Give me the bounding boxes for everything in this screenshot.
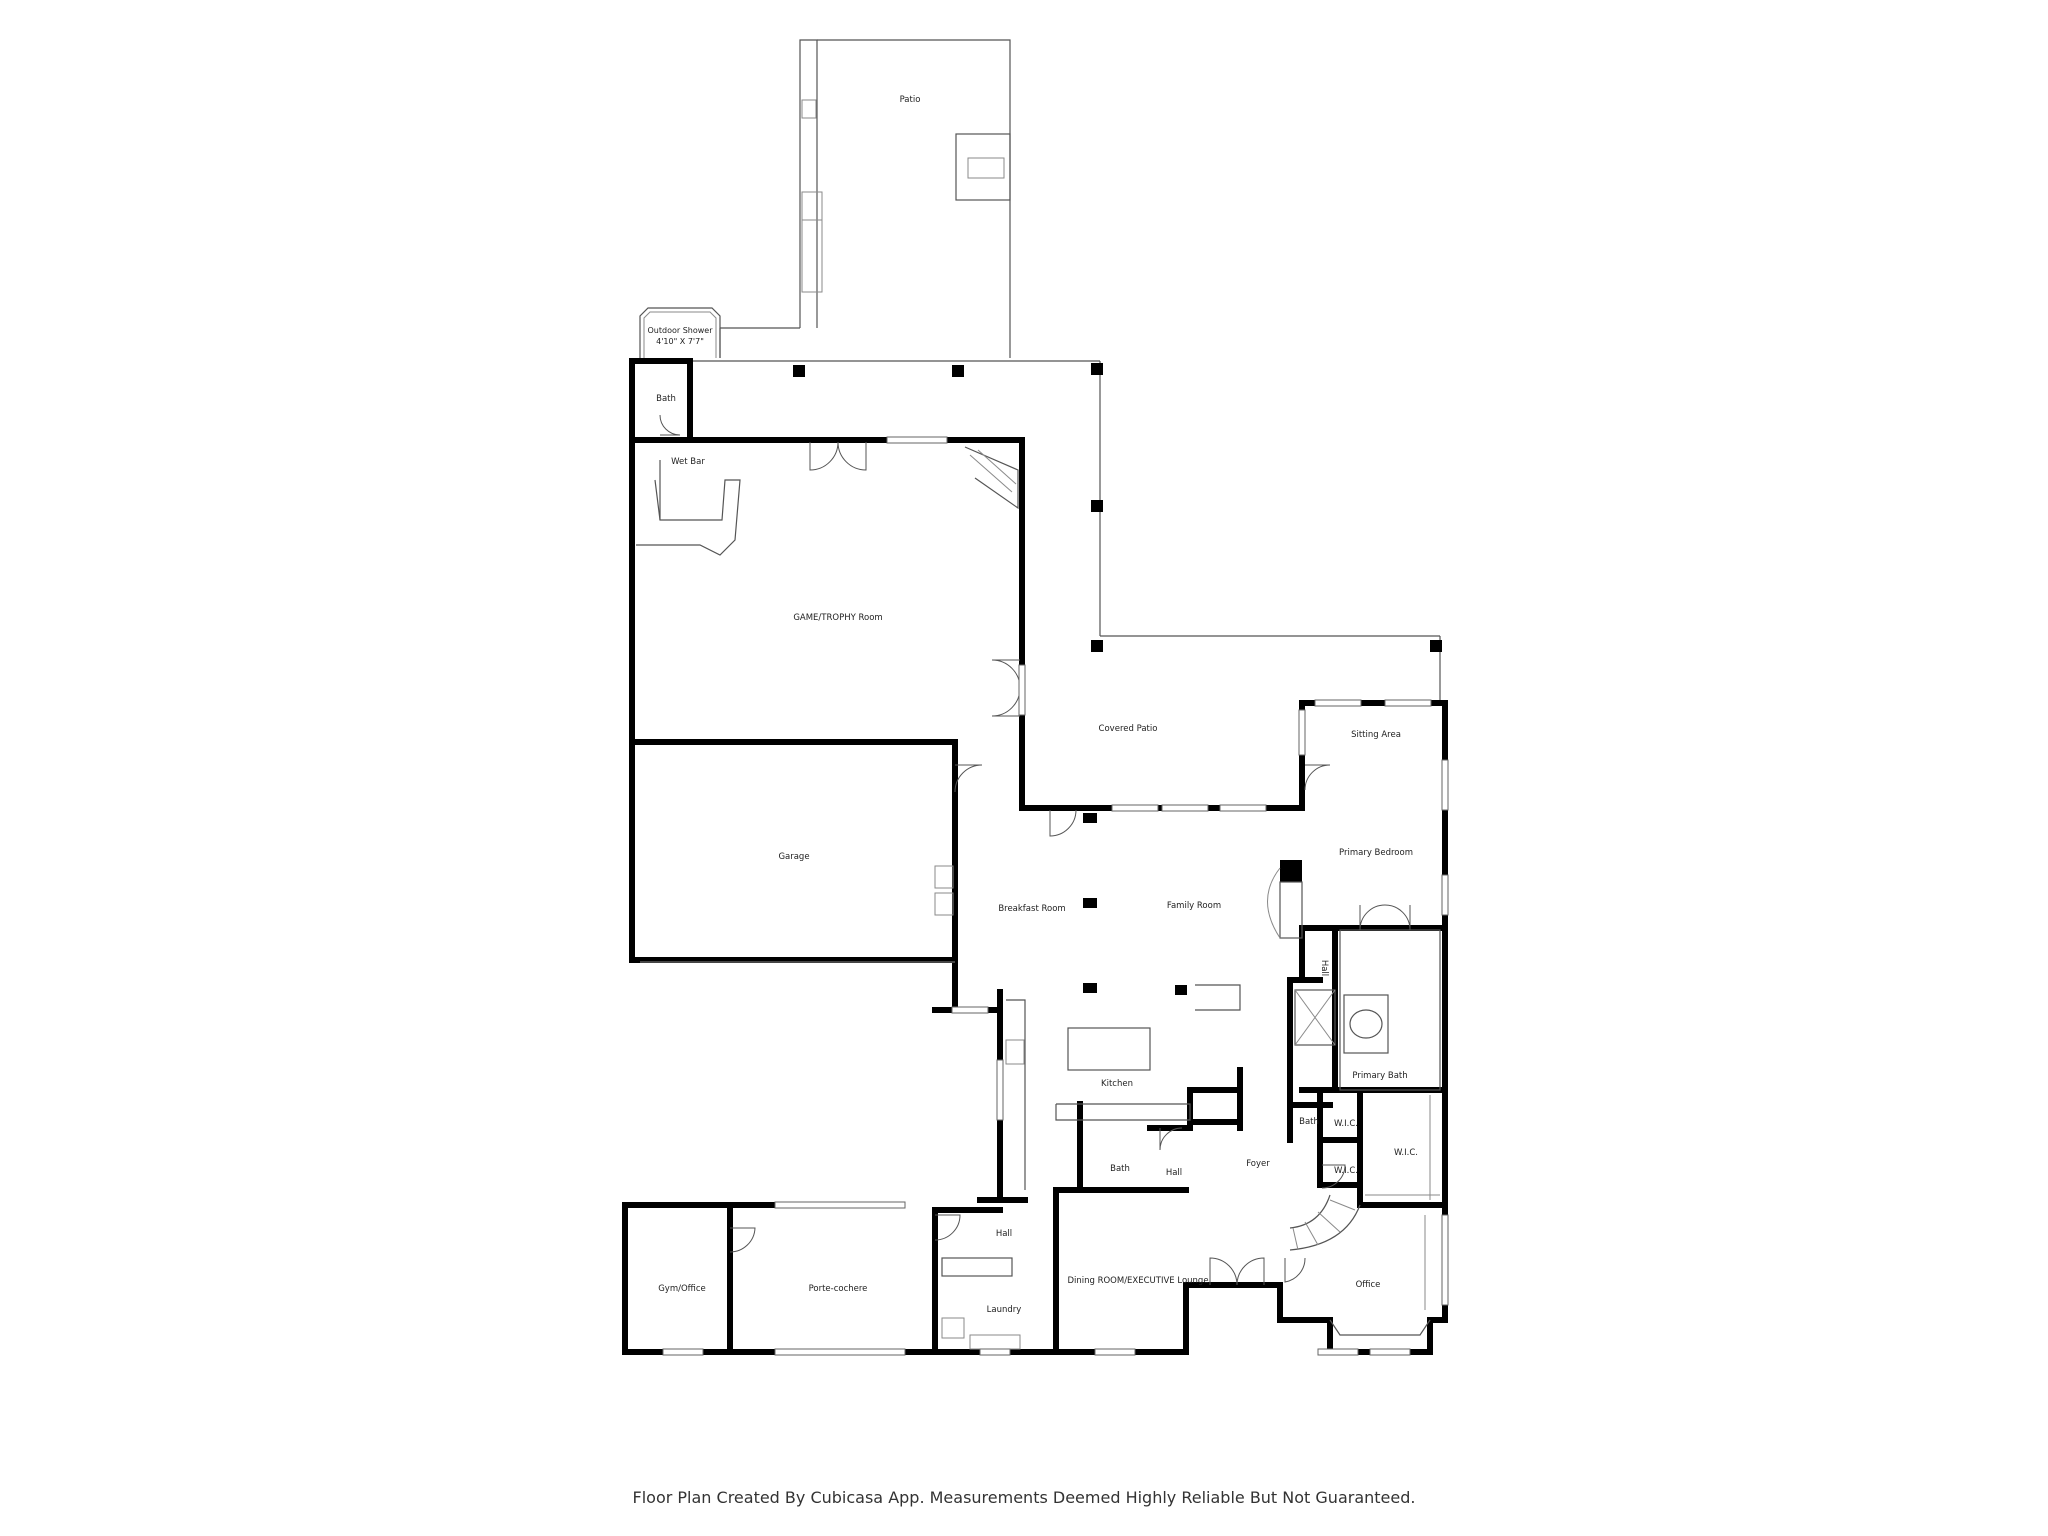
exterior-walls	[622, 358, 1448, 1355]
label-wic-3: W.I.C.	[1334, 1166, 1358, 1176]
label-game-room: GAME/TROPHY Room	[793, 613, 882, 623]
patio-area	[719, 39, 1011, 358]
covered-patio-outline	[690, 360, 1441, 703]
label-porte-cochere: Porte-cochere	[809, 1284, 868, 1294]
label-office: Office	[1356, 1280, 1381, 1290]
label-garage: Garage	[778, 852, 809, 862]
label-hall-mid: Hall	[1166, 1168, 1182, 1178]
label-primary-bath: Primary Bath	[1352, 1071, 1407, 1081]
door-swings	[659, 414, 1411, 1286]
label-laundry: Laundry	[987, 1305, 1022, 1315]
label-breakfast-room: Breakfast Room	[998, 904, 1065, 914]
label-gym-office: Gym/Office	[658, 1284, 706, 1294]
windows	[662, 436, 1449, 1356]
outdoor-shower	[639, 307, 721, 358]
label-primary-bedroom: Primary Bedroom	[1339, 848, 1413, 858]
label-bath-top: Bath	[656, 394, 676, 404]
label-family-room: Family Room	[1167, 901, 1221, 911]
label-dining: Dining ROOM/EXECUTIVE Lounge	[1067, 1276, 1208, 1286]
label-sitting-area: Sitting Area	[1351, 730, 1401, 740]
room-labels: Patio Outdoor Shower 4'10" X 7'7" Bath W…	[648, 95, 1418, 1315]
label-wet-bar: Wet Bar	[671, 457, 705, 467]
label-hall-vertical: Hall	[1319, 960, 1329, 976]
label-outdoor-shower-dims: 4'10" X 7'7"	[656, 337, 704, 346]
label-patio: Patio	[900, 95, 921, 105]
columns	[793, 363, 1442, 995]
interior-details	[636, 446, 1441, 1350]
label-outdoor-shower: Outdoor Shower	[648, 326, 714, 335]
label-bath-small: Bath	[1110, 1164, 1130, 1174]
label-wic-1: W.I.C.	[1334, 1119, 1358, 1129]
label-foyer: Foyer	[1246, 1159, 1270, 1169]
label-covered-patio: Covered Patio	[1099, 724, 1158, 734]
label-hall-lower: Hall	[996, 1229, 1012, 1239]
footer-disclaimer: Floor Plan Created By Cubicasa App. Meas…	[632, 1488, 1416, 1507]
label-wic-2: W.I.C.	[1394, 1148, 1418, 1158]
label-kitchen: Kitchen	[1101, 1079, 1133, 1089]
label-bath-mid: Bath	[1299, 1117, 1319, 1127]
